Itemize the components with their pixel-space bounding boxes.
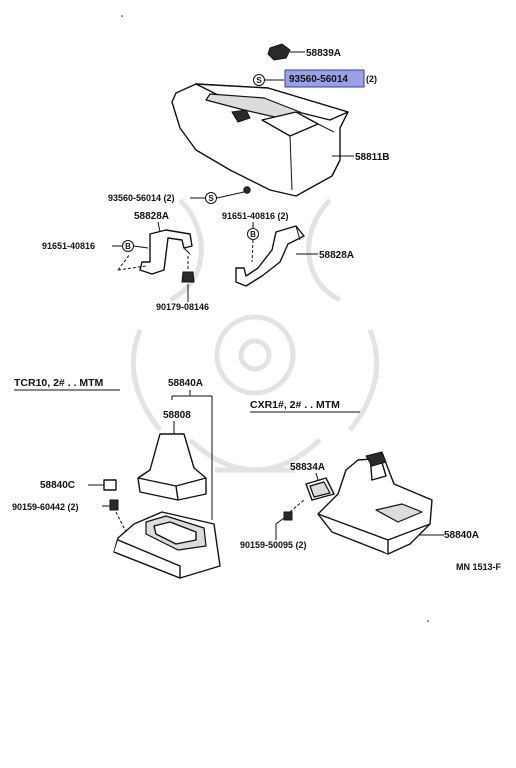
dash-90159-50095 <box>289 499 305 513</box>
label-58839A: 58839A <box>306 48 341 59</box>
label-91651-40816-right: 91651-40816 (2) <box>222 211 289 221</box>
section-title-tcr: TCR10, 2# . . MTM <box>14 377 104 389</box>
label-90159-60442: 90159-60442 (2) <box>12 502 79 512</box>
screw-90159-50095[interactable] <box>283 511 293 521</box>
label-58840A-top: 58840A <box>168 378 203 389</box>
label-90159-50095: 90159-50095 (2) <box>240 540 307 550</box>
svg-text:S: S <box>208 194 214 203</box>
screw-symbol-left: S <box>190 191 245 204</box>
dash-90159-60442 <box>115 511 127 533</box>
bolt-symbol-left: B <box>112 240 149 271</box>
svg-text:B: B <box>250 230 256 239</box>
label-93560-56014-highlighted: 93560-56014 <box>289 74 348 85</box>
console-58840A-cxr[interactable] <box>317 451 433 555</box>
leader-58840A-top <box>171 390 213 520</box>
label-90179-08146: 90179-08146 <box>156 302 209 312</box>
label-58828A-left: 58828A <box>134 211 169 222</box>
clip-58840C[interactable] <box>103 479 117 491</box>
label-58828A-right: 58828A <box>319 250 354 261</box>
watermark-logo <box>130 198 380 473</box>
plate-58834A-inner <box>309 481 331 498</box>
label-58811B: 58811B <box>355 152 389 163</box>
highlight-box-93560-56014[interactable] <box>284 69 365 88</box>
speck-2 <box>427 620 429 622</box>
leader-90159-50095 <box>275 517 285 540</box>
label-58834A: 58834A <box>290 462 325 473</box>
svg-text:S: S <box>256 76 262 85</box>
shift-boot-58808[interactable] <box>137 433 207 501</box>
bolt-symbol-right: B <box>247 222 259 263</box>
leader-58828A-left <box>157 221 161 233</box>
bracket-58828A-left[interactable] <box>139 229 193 275</box>
label-93560-56014-qty: (2) <box>366 74 377 84</box>
label-58808: 58808 <box>163 410 191 421</box>
label-58840C: 58840C <box>40 480 75 491</box>
screw-90159-60442[interactable] <box>109 499 119 511</box>
shift-cover-58840A-tcr[interactable] <box>113 511 221 579</box>
section-title-cxr: CXR1#, 2# . . MTM <box>250 399 340 411</box>
speck-1 <box>121 15 123 17</box>
label-91651-40816-left: 91651-40816 <box>42 241 95 251</box>
label-93560-56014-left: 93560-56014 (2) <box>108 193 175 203</box>
nut-90179-08146[interactable] <box>181 256 195 283</box>
cap-58839A[interactable] <box>267 43 305 61</box>
screw-symbol-top: S <box>253 74 284 86</box>
label-58840A-right: 58840A <box>444 530 479 541</box>
bracket-58828A-right[interactable] <box>235 225 305 287</box>
leader-58834A <box>315 472 319 481</box>
diagram-code: MN 1513-F <box>456 562 502 572</box>
svg-text:B: B <box>125 242 131 251</box>
console-box-58811B[interactable] <box>171 83 349 197</box>
